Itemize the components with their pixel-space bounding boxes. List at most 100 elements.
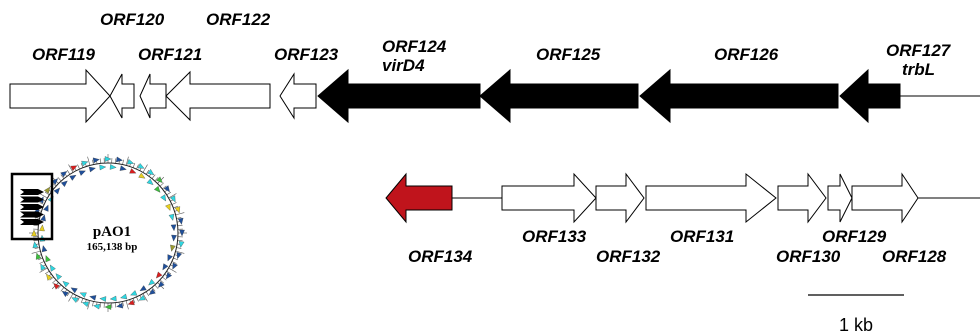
- plasmid-gene-segment: [128, 300, 135, 305]
- plasmid-tick: [152, 175, 155, 179]
- plasmid-gene-segment: [50, 265, 55, 271]
- gene-arrow-orf123: [280, 74, 316, 118]
- plasmid-gene-segment: [120, 166, 126, 171]
- plasmid-tick: [172, 261, 177, 263]
- gene-label-orf119: ORF119: [32, 45, 96, 64]
- plasmid-tick: [167, 192, 171, 195]
- plasmid-gene-segment: [70, 175, 76, 180]
- gene-label-orf120: ORF120: [100, 10, 165, 29]
- gene-arrow-orf125: [480, 70, 638, 122]
- plasmid-tick: [162, 277, 166, 280]
- top-gene-orf119: ORF119: [10, 45, 110, 122]
- gene-sublabel-trbL: trbL: [902, 60, 935, 79]
- plasmid-gene-segment: [163, 264, 168, 270]
- plasmid-tick: [155, 285, 158, 289]
- plasmid-gene-segment: [61, 181, 67, 187]
- gene-label-orf130: ORF130: [776, 247, 841, 266]
- plasmid-gene-segment: [154, 186, 160, 192]
- plasmid-gene-segment: [160, 195, 165, 201]
- gene-label-orf124: ORF124: [382, 37, 447, 56]
- plasmid-gene-segment: [127, 159, 134, 164]
- gene-label-orf121: ORF121: [138, 45, 202, 64]
- plasmid-gene-segment: [39, 225, 44, 231]
- plasmid-tick: [77, 164, 79, 169]
- plasmid-gene-segment: [164, 186, 170, 192]
- plasmid-tick: [52, 280, 56, 283]
- plasmid-tick: [115, 158, 116, 163]
- bottom-gene-orf133: ORF133: [502, 174, 596, 246]
- plasmid-highlight-gene: [20, 219, 44, 225]
- plasmid-gene-segment: [93, 304, 99, 309]
- plasmid-tick: [39, 202, 44, 204]
- bottom-gene-orf134: ORF134: [386, 174, 473, 266]
- gene-arrow-orf128: [852, 174, 918, 222]
- plasmid-tick: [146, 292, 149, 296]
- plasmid-tick: [136, 297, 138, 302]
- gene-label-orf132: ORF132: [596, 247, 661, 266]
- plasmid-tick: [67, 170, 70, 174]
- plasmid-gene-segment: [165, 204, 170, 211]
- plasmid-name: pAO1: [93, 224, 131, 240]
- gene-label-orf131: ORF131: [670, 227, 734, 246]
- plasmid-gene-segment: [46, 274, 52, 280]
- plasmid-gene-segment: [71, 288, 77, 293]
- plasmid-gene-segment: [175, 206, 180, 213]
- scale-bar-label: 1 kb: [839, 315, 873, 335]
- gene-label-orf133: ORF133: [522, 227, 587, 246]
- plasmid-tick: [77, 297, 79, 302]
- gene-label-orf125: ORF125: [536, 45, 601, 64]
- plasmid-gene-segment: [156, 272, 162, 278]
- gene-label-orf127: ORF127: [886, 41, 952, 60]
- plasmid-tick: [33, 225, 38, 226]
- gene-arrow-orf121: [140, 74, 166, 118]
- plasmid-gene-segment: [177, 252, 182, 259]
- plasmid-tick: [172, 202, 177, 204]
- plasmid-gene-segment: [100, 296, 106, 301]
- plasmid-gene-segment: [63, 281, 69, 287]
- plasmid-gene-segment: [178, 218, 183, 224]
- plasmid-tick: [178, 240, 183, 241]
- plasmid-highlight-cluster: [12, 174, 52, 239]
- top-gene-orf127: ORF127 trbL: [840, 41, 952, 122]
- gene-arrow-orf124: [318, 70, 480, 122]
- plasmid-gene-segment: [79, 171, 86, 176]
- plasmid-gene-segment: [90, 295, 96, 300]
- plasmid-gene-segment: [173, 263, 178, 270]
- top-gene-orf126: ORF126: [640, 45, 838, 122]
- top-gene-orf123: ORF123: [274, 45, 339, 118]
- plasmid-gene-segment: [46, 255, 51, 262]
- gene-arrow-orf131: [646, 174, 776, 222]
- plasmid-gene-segment: [54, 188, 60, 194]
- plasmid-gene-segment: [168, 254, 173, 261]
- plasmid-gene-segment: [130, 290, 137, 295]
- plasmid-gene-segment: [100, 165, 106, 170]
- gene-arrow-orf129: [828, 174, 852, 222]
- plasmid-gene-segment: [110, 296, 116, 301]
- plasmid-tick: [176, 213, 185, 215]
- gene-label-orf134: ORF134: [408, 247, 473, 266]
- gene-sublabel-virD4: virD4: [382, 56, 425, 75]
- plasmid-gene-segment: [82, 302, 89, 307]
- gene-label-orf129: ORF129: [822, 227, 887, 246]
- plasmid-tick: [35, 248, 40, 249]
- plasmid-gene-segment: [110, 164, 116, 169]
- plasmid-tick: [45, 271, 49, 274]
- plasmid-gene-segment: [179, 241, 184, 247]
- plasmid-tick: [92, 160, 93, 165]
- plasmid-gene-segment: [149, 289, 155, 295]
- plasmid-tick: [33, 240, 38, 241]
- plasmid-tick: [123, 301, 124, 306]
- scale-bar: 1 kb: [808, 295, 904, 335]
- top-gene-orf125: ORF125: [480, 45, 638, 122]
- plasmid-gene-segment: [140, 285, 146, 290]
- plasmid-tick: [178, 225, 183, 226]
- gene-label-orf122: ORF122: [206, 10, 271, 29]
- plasmid-gene-segment: [42, 245, 47, 251]
- top-gene-orf124: ORF124 virD4: [318, 37, 480, 122]
- plasmid-gene-segment: [80, 293, 87, 298]
- top-gene-orf122: ORF122: [166, 10, 271, 120]
- plasmid-tick: [176, 217, 181, 218]
- plasmid-gene-segment: [81, 161, 88, 166]
- plasmid-gene-segment: [33, 242, 38, 248]
